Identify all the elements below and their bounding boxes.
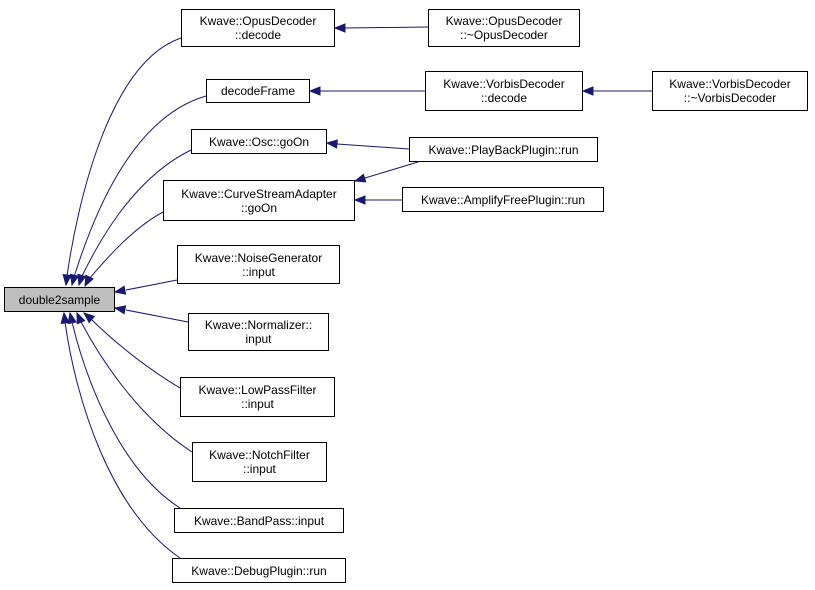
node-label: Kwave::LowPassFilter — [198, 383, 317, 397]
node-noise-generator-input[interactable]: Kwave::NoiseGenerator ::input — [177, 245, 340, 284]
node-vorbis-decoder-decode[interactable]: Kwave::VorbisDecoder ::decode — [425, 71, 583, 111]
edge-noise-to-double2sample-arrowhead — [113, 285, 127, 295]
edge-curve-goon-to-double2sample-arrowhead — [84, 274, 94, 288]
node-label: double2sample — [18, 292, 101, 307]
node-label: decodeFrame — [220, 84, 296, 98]
node-label: Kwave::Osc::goOn — [208, 134, 310, 149]
node-label: Kwave::NoiseGenerator — [194, 250, 323, 265]
node-label: input — [245, 332, 272, 346]
node-label: Kwave::OpusDecoder — [199, 14, 317, 28]
edge-playback-to-osc-goon-arrowhead — [325, 139, 338, 149]
edge-decodeframe-to-double2sample — [73, 95, 207, 278]
node-label: Kwave::VorbisDecoder — [669, 77, 791, 91]
node-label: ::~VorbisDecoder — [683, 91, 777, 105]
edge-bandpass-to-double2sample — [71, 321, 181, 509]
node-label: ::input — [243, 462, 276, 476]
node-label: Kwave::DebugPlugin::run — [191, 563, 327, 578]
edge-bandpass-to-double2sample-arrowhead — [67, 311, 77, 325]
node-label: Kwave::NotchFilter — [209, 448, 310, 462]
edge-playback-to-osc-goon — [336, 143, 410, 150]
node-label: Kwave::Normalizer:: — [204, 318, 313, 332]
edge-debug-to-double2sample-arrowhead — [60, 311, 70, 324]
node-label: Kwave::VorbisDecoder — [443, 77, 565, 91]
node-label: Kwave::BandPass::input — [193, 513, 325, 528]
edge-notch-to-double2sample-arrowhead — [76, 311, 86, 325]
edge-opus-dtor-to-opus-decode-arrowhead — [333, 23, 346, 33]
node-low-pass-filter-input[interactable]: Kwave::LowPassFilter ::input — [180, 377, 335, 417]
edge-lowpass-to-double2sample — [89, 317, 181, 389]
node-curve-stream-adapter-go-on[interactable]: Kwave::CurveStreamAdapter ::goOn — [163, 180, 355, 221]
edge-playback-to-curve-goon-arrowhead — [353, 173, 367, 183]
edge-playback-to-curve-goon — [364, 161, 419, 179]
node-opus-decoder-decode[interactable]: Kwave::OpusDecoder ::decode — [181, 9, 335, 47]
edge-lowpass-to-double2sample-arrowhead — [82, 312, 96, 324]
node-opus-decoder-destructor[interactable]: Kwave::OpusDecoder ::~OpusDecoder — [428, 9, 580, 47]
edge-decodeframe-to-double2sample-arrowhead — [69, 273, 80, 287]
edge-normalizer-to-double2sample — [125, 309, 189, 323]
edge-curve-goon-to-double2sample — [87, 211, 164, 281]
edge-amplify-to-curve-goon-arrowhead — [353, 195, 366, 205]
node-label: Kwave::PlayBackPlugin::run — [428, 142, 579, 157]
edge-vorbis-decode-to-decodeframe-arrowhead — [308, 86, 321, 96]
edge-opus-dtor-to-opus-decode — [344, 26, 429, 29]
node-amplify-free-plugin-run[interactable]: Kwave::AmplifyFreePlugin::run — [402, 187, 604, 212]
node-label: ::decode — [234, 28, 282, 42]
node-notch-filter-input[interactable]: Kwave::NotchFilter ::input — [192, 442, 327, 482]
node-label: ::decode — [480, 91, 528, 105]
edge-opus-decode-to-double2sample — [66, 37, 182, 277]
node-playback-plugin-run[interactable]: Kwave::PlayBackPlugin::run — [409, 137, 598, 162]
node-osc-go-on[interactable]: Kwave::Osc::goOn — [191, 129, 327, 154]
edge-osc-goon-to-double2sample-arrowhead — [77, 273, 87, 287]
node-label: Kwave::AmplifyFreePlugin::run — [420, 192, 586, 207]
node-vorbis-decoder-destructor[interactable]: Kwave::VorbisDecoder ::~VorbisDecoder — [652, 71, 808, 111]
edge-vorbis-dtor-to-vorbis-decode-arrowhead — [581, 86, 594, 96]
node-decode-frame[interactable]: decodeFrame — [206, 79, 310, 103]
node-label: ::goOn — [240, 200, 278, 215]
edge-debug-to-double2sample — [64, 321, 181, 559]
node-label: ::input — [242, 264, 275, 279]
node-band-pass-input[interactable]: Kwave::BandPass::input — [174, 508, 344, 533]
node-double2sample: double2sample — [4, 287, 115, 312]
node-label: Kwave::OpusDecoder — [445, 14, 563, 28]
node-debug-plugin-run[interactable]: Kwave::DebugPlugin::run — [172, 558, 346, 583]
edge-noise-to-double2sample — [125, 279, 178, 291]
node-label: Kwave::CurveStreamAdapter — [181, 186, 337, 201]
node-label: ::input — [241, 397, 274, 411]
edge-notch-to-double2sample — [79, 319, 193, 453]
node-normalizer-input[interactable]: Kwave::Normalizer:: input — [188, 313, 329, 351]
node-label: ::~OpusDecoder — [460, 28, 548, 42]
edge-osc-goon-to-double2sample — [80, 149, 192, 279]
edge-normalizer-to-double2sample-arrowhead — [113, 305, 127, 315]
edge-opus-decode-to-double2sample-arrowhead — [62, 274, 72, 287]
